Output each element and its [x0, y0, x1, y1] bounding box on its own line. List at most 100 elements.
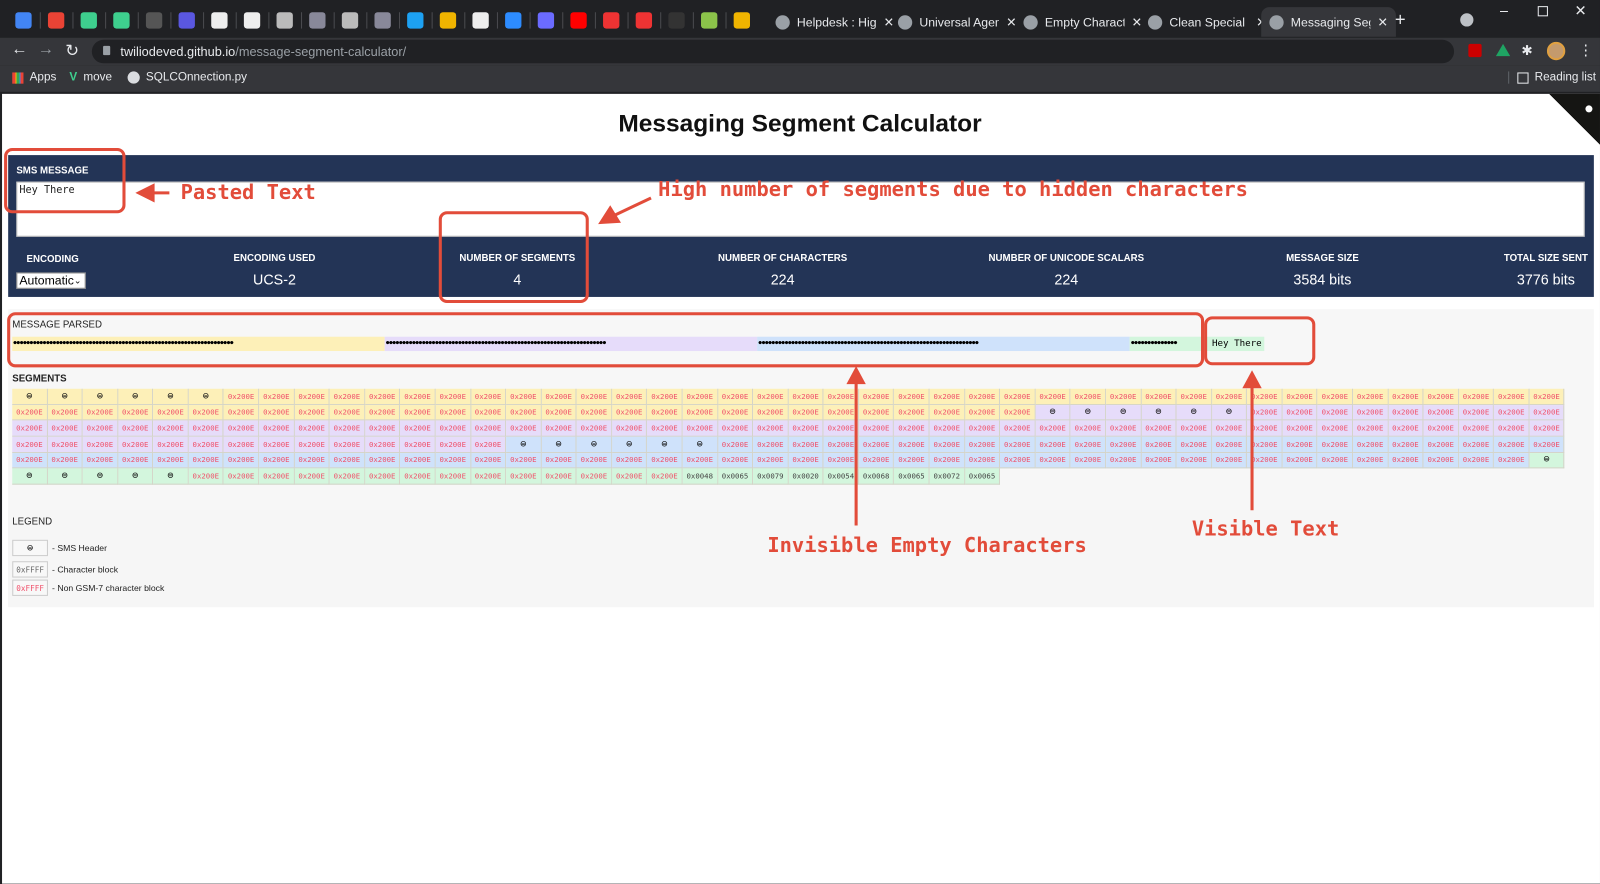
github-corner-link[interactable]: ● — [1548, 93, 1600, 145]
segment-char-cell: 0x200E — [1423, 436, 1459, 453]
pinned-tab[interactable] — [47, 12, 65, 29]
segment-char-cell: 0x200E — [1494, 436, 1530, 453]
bookmark-apps[interactable]: Apps — [12, 71, 56, 84]
segment-char-cell: 0x200E — [12, 436, 48, 453]
segment-char-cell: 0x200E — [118, 404, 154, 421]
new-tab-button[interactable]: + — [1394, 9, 1406, 30]
segment-char-cell: 0x200E — [1070, 452, 1107, 469]
segment-char-cell: 0x200E — [1388, 452, 1424, 469]
pinned-tab[interactable] — [537, 12, 555, 29]
pinned-tab[interactable] — [668, 12, 685, 29]
segment-header-cell: ⊜ — [576, 436, 613, 453]
pinned-tab[interactable] — [635, 12, 653, 29]
legend-label: LEGEND — [12, 516, 53, 528]
tab-title: Helpdesk : High — [796, 14, 877, 30]
tab-separator — [301, 12, 303, 29]
pinned-tab[interactable] — [407, 12, 424, 29]
tab-close-icon[interactable]: ✕ — [1006, 14, 1017, 30]
forward-icon[interactable]: → — [37, 40, 55, 59]
segment-char-cell: 0x200E — [1282, 452, 1318, 469]
segment-char-cell: 0x200E — [753, 388, 789, 405]
pinned-tab[interactable] — [341, 12, 359, 29]
segment-header-cell: ⊜ — [12, 388, 48, 405]
pinned-tab[interactable] — [145, 12, 163, 29]
legend-non-gsm-block: 0xFFFF- Non GSM-7 character block — [12, 579, 164, 596]
tab-close-icon[interactable]: ✕ — [1131, 14, 1142, 30]
tab-3[interactable]: Empty Characte✕ — [1015, 7, 1150, 37]
annotation-box-invisible — [7, 312, 1205, 368]
profile-avatar[interactable] — [1546, 41, 1566, 61]
segment-char-cell: 0x200E — [1247, 452, 1283, 469]
segment-header-cell: ⊜ — [153, 468, 189, 485]
segment-char-cell: 0x0065 — [894, 468, 930, 485]
menu-kebab-icon[interactable]: ⋮ — [1578, 41, 1593, 59]
pinned-tab[interactable] — [211, 12, 228, 29]
pinned-tab[interactable] — [570, 12, 587, 29]
pinned-tab[interactable] — [439, 12, 457, 29]
pinned-tab[interactable] — [701, 12, 718, 29]
pinned-tab[interactable] — [309, 12, 326, 29]
tab-close-icon[interactable]: ✕ — [883, 14, 894, 30]
pinned-tab[interactable] — [276, 12, 293, 29]
tab-strip: Helpdesk : High✕Universal Agenc✕Empty Ch… — [0, 0, 1600, 38]
pinned-tab[interactable] — [603, 12, 620, 29]
segment-char-cell: 0x200E — [435, 420, 471, 437]
segment-char-cell: 0x200E — [294, 420, 330, 437]
drive-extension-icon[interactable] — [1495, 43, 1511, 57]
segment-char-cell: 0x200E — [576, 420, 613, 437]
tab-1[interactable]: Helpdesk : High ✕ — [767, 7, 902, 37]
reading-list-button[interactable]: Reading list — [1508, 71, 1596, 84]
tab-2[interactable]: Universal Agenc✕ — [890, 7, 1025, 37]
segment-char-cell: 0x200E — [1494, 452, 1530, 469]
stat-value: 224 — [1054, 271, 1079, 288]
pdf-extension-icon[interactable] — [1468, 43, 1482, 58]
back-icon[interactable]: ← — [11, 40, 28, 59]
reload-icon[interactable]: ↻ — [65, 42, 79, 61]
tab-separator — [562, 12, 564, 29]
sms-message-input[interactable] — [16, 181, 1585, 237]
pinned-tab[interactable] — [733, 12, 750, 29]
segment-char-cell: 0x200E — [859, 452, 895, 469]
segment-char-cell: 0x200E — [647, 452, 683, 469]
close-window-button[interactable]: ✕ — [1574, 2, 1587, 19]
pinned-tab[interactable] — [113, 12, 130, 29]
segment-header-cell: ⊜ — [1211, 404, 1248, 421]
minimize-button[interactable]: – — [1499, 2, 1508, 19]
header-symbol-icon: ⊜ — [12, 539, 48, 557]
segment-char-cell: 0x200E — [400, 388, 436, 405]
segment-char-cell: 0x200E — [470, 420, 507, 437]
arrow-segments — [611, 196, 652, 218]
segment-char-cell: 0x200E — [188, 468, 224, 485]
encoding-select[interactable]: Automatic⌄ — [16, 272, 86, 289]
segment-char-cell: 0x200E — [1247, 420, 1283, 437]
pinned-tab[interactable] — [15, 12, 32, 29]
pinned-tab[interactable] — [80, 12, 97, 29]
tab-search-icon[interactable] — [1460, 13, 1474, 27]
segment-char-cell: 0x0054 — [823, 468, 860, 485]
segment-char-cell: 0x200E — [223, 468, 260, 485]
segment-char-cell: 0x0048 — [682, 468, 718, 485]
tab-separator — [464, 12, 466, 29]
segment-char-cell: 0x200E — [259, 436, 295, 453]
maximize-button[interactable] — [1537, 6, 1548, 17]
pinned-tab[interactable] — [472, 12, 489, 29]
segment-char-cell: 0x200E — [153, 404, 189, 421]
pinned-tab[interactable] — [243, 12, 261, 29]
segment-header-cell: ⊜ — [682, 436, 718, 453]
segment-char-cell: 0x200E — [82, 404, 119, 421]
segment-char-cell: 0x200E — [1070, 420, 1107, 437]
extensions-puzzle-icon[interactable]: ✱ — [1521, 42, 1533, 59]
segment-char-cell: 0x200E — [153, 420, 189, 437]
pinned-tab[interactable] — [505, 12, 522, 29]
segment-char-cell: 0x200E — [118, 452, 154, 469]
segment-char-cell: 0x200E — [576, 468, 613, 485]
pinned-tab[interactable] — [374, 12, 391, 29]
tab-close-icon[interactable]: ✕ — [1377, 14, 1388, 30]
bookmark-sqlconnection[interactable]: SQLCOnnection.py — [127, 71, 247, 84]
tab-5[interactable]: Messaging Seg✕ — [1261, 7, 1396, 37]
address-bar[interactable]: twiliodeved.github.io/message-segment-ca… — [91, 39, 1455, 64]
pinned-tab[interactable] — [178, 12, 195, 29]
chevron-down-icon: ⌄ — [73, 275, 82, 286]
